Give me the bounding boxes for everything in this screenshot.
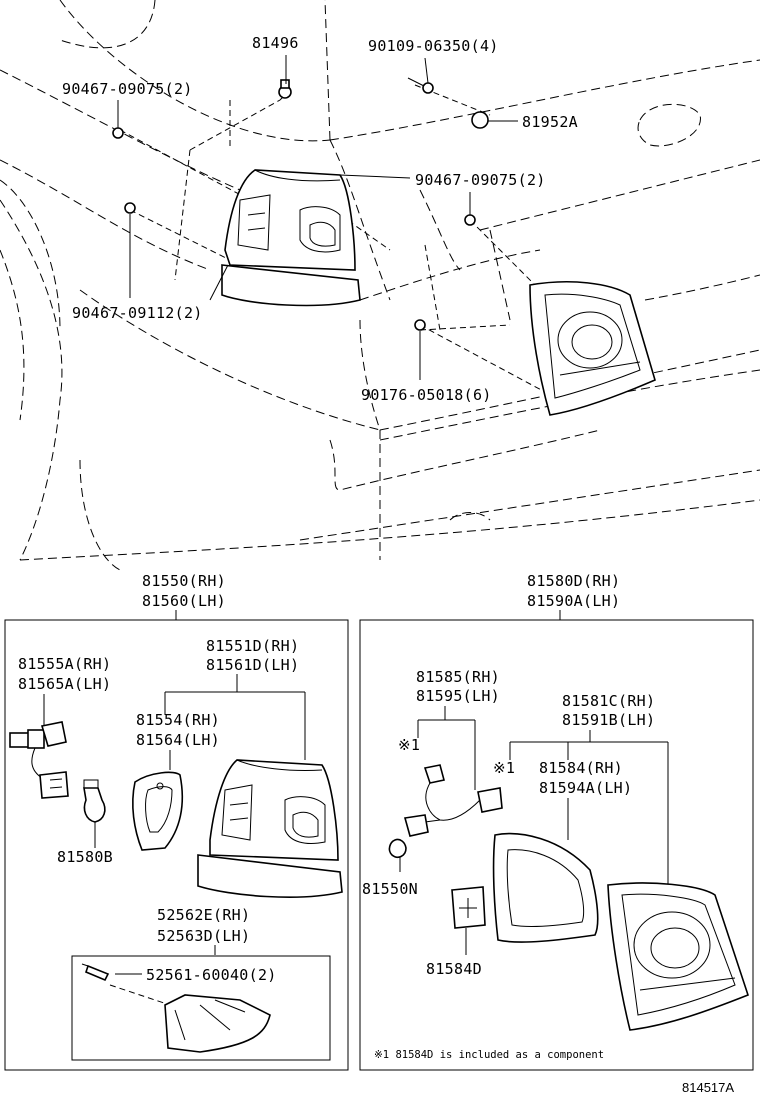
label-81952a: 81952A: [522, 113, 578, 131]
label-81580b: 81580B: [57, 848, 113, 866]
right-box-leaders: [399, 706, 669, 955]
label-81581c: 81581C(RH): [562, 692, 655, 710]
socket-wire-81555a-icon: [9, 721, 69, 799]
label-90467-09075-a: 90467-09075(2): [62, 80, 193, 98]
left-box-title-rh: 81550(RH): [142, 572, 226, 590]
mark-1-b: ※1: [493, 759, 515, 777]
left-box-title-lh: 81560(LH): [142, 592, 226, 610]
screw-52561-icon: [81, 963, 110, 982]
gasket-81584-icon: [492, 832, 599, 943]
left-sub-box-frame: [71, 955, 331, 1061]
label-81564: 81564(LH): [136, 731, 220, 749]
lamp-81581c-icon: [607, 882, 749, 1031]
nut-90467-09112-icon: [124, 202, 136, 214]
label-81584d: 81584D: [426, 960, 482, 978]
bulb-81550n-icon: [388, 838, 407, 858]
right-box-frame: [359, 619, 754, 1071]
right-box-title-lh: 81590A(LH): [527, 592, 620, 610]
rear-lamp-outer-illustration: [221, 169, 361, 307]
top-leader-lines: [117, 55, 518, 380]
footnote: ※1 81584D is included as a component: [374, 1049, 604, 1061]
label-81591b: 81591B(LH): [562, 711, 655, 729]
plug-81952a-icon: [471, 111, 489, 129]
label-81594a: 81594A(LH): [539, 779, 632, 797]
label-81555a: 81555A(RH): [18, 655, 111, 673]
label-81585: 81585(RH): [416, 668, 500, 686]
label-81496: 81496: [252, 34, 299, 52]
label-81554: 81554(RH): [136, 711, 220, 729]
lamp-81551d-icon: [197, 759, 343, 898]
seal-81584d-icon: [451, 886, 486, 929]
left-box-frame: [4, 619, 349, 1071]
label-81584: 81584(RH): [539, 759, 623, 777]
label-81561d: 81561D(LH): [206, 656, 299, 674]
nut-90176-icon: [414, 319, 426, 331]
vehicle-body-outline: [0, 0, 760, 571]
bracket-52562e-icon: [109, 984, 271, 1053]
figure-id: 814517A: [682, 1080, 734, 1095]
label-81550n: 81550N: [362, 880, 418, 898]
label-90467-09112: 90467-09112(2): [72, 304, 203, 322]
label-90176-05018: 90176-05018(6): [361, 386, 492, 404]
screw-90109-icon: [407, 77, 434, 94]
socket-wire-81585-icon: [403, 764, 503, 837]
label-52563d: 52563D(LH): [157, 927, 250, 945]
label-52562e: 52562E(RH): [157, 906, 250, 924]
label-81551d: 81551D(RH): [206, 637, 299, 655]
bulb-81580b-icon: [83, 779, 106, 823]
label-90109-06350: 90109-06350(4): [368, 37, 499, 55]
mark-1-a: ※1: [398, 736, 420, 754]
nut-90467-b-icon: [464, 214, 476, 226]
gasket-81554-icon: [132, 771, 184, 851]
rear-lamp-inner-illustration: [529, 281, 656, 416]
label-90467-09075-b: 90467-09075(2): [415, 171, 546, 189]
left-box-leaders: [43, 674, 306, 975]
clip-81496-icon: [278, 79, 292, 99]
label-52561-60040: 52561-60040(2): [146, 966, 277, 984]
label-81565a: 81565A(LH): [18, 675, 111, 693]
nut-90467-a-icon: [112, 127, 124, 139]
right-box-title-rh: 81580D(RH): [527, 572, 620, 590]
label-81595: 81595(LH): [416, 687, 500, 705]
